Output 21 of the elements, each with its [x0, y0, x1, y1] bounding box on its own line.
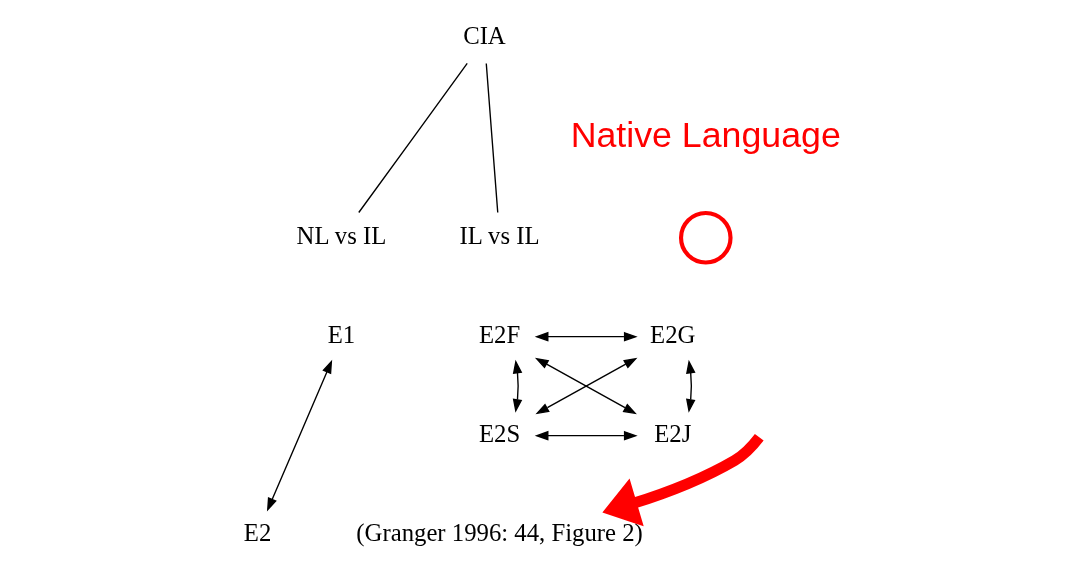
label: Native Language — [570, 114, 841, 155]
arrow — [266, 359, 332, 512]
node-text: E2F — [478, 320, 520, 348]
connector — [357, 62, 468, 214]
connector — [485, 62, 498, 214]
node-text: E2G — [649, 320, 695, 348]
node-text: NL vs IL — [296, 221, 386, 249]
node-text: E1 — [327, 320, 355, 348]
arrow — [534, 357, 637, 415]
arrow — [685, 359, 696, 413]
arrow — [534, 430, 638, 441]
node-text: (Granger 1996: 44, Figure 2) — [355, 518, 643, 546]
node-text: IL vs IL — [459, 221, 540, 249]
node-text: E2S — [478, 419, 520, 447]
arrow — [512, 359, 522, 413]
arrow — [601, 433, 764, 527]
node-text: E2J — [653, 419, 691, 447]
node-text: CIA — [462, 22, 506, 50]
arrow — [534, 331, 638, 342]
node-circle — [678, 210, 733, 265]
node-text: E2 — [243, 518, 271, 546]
